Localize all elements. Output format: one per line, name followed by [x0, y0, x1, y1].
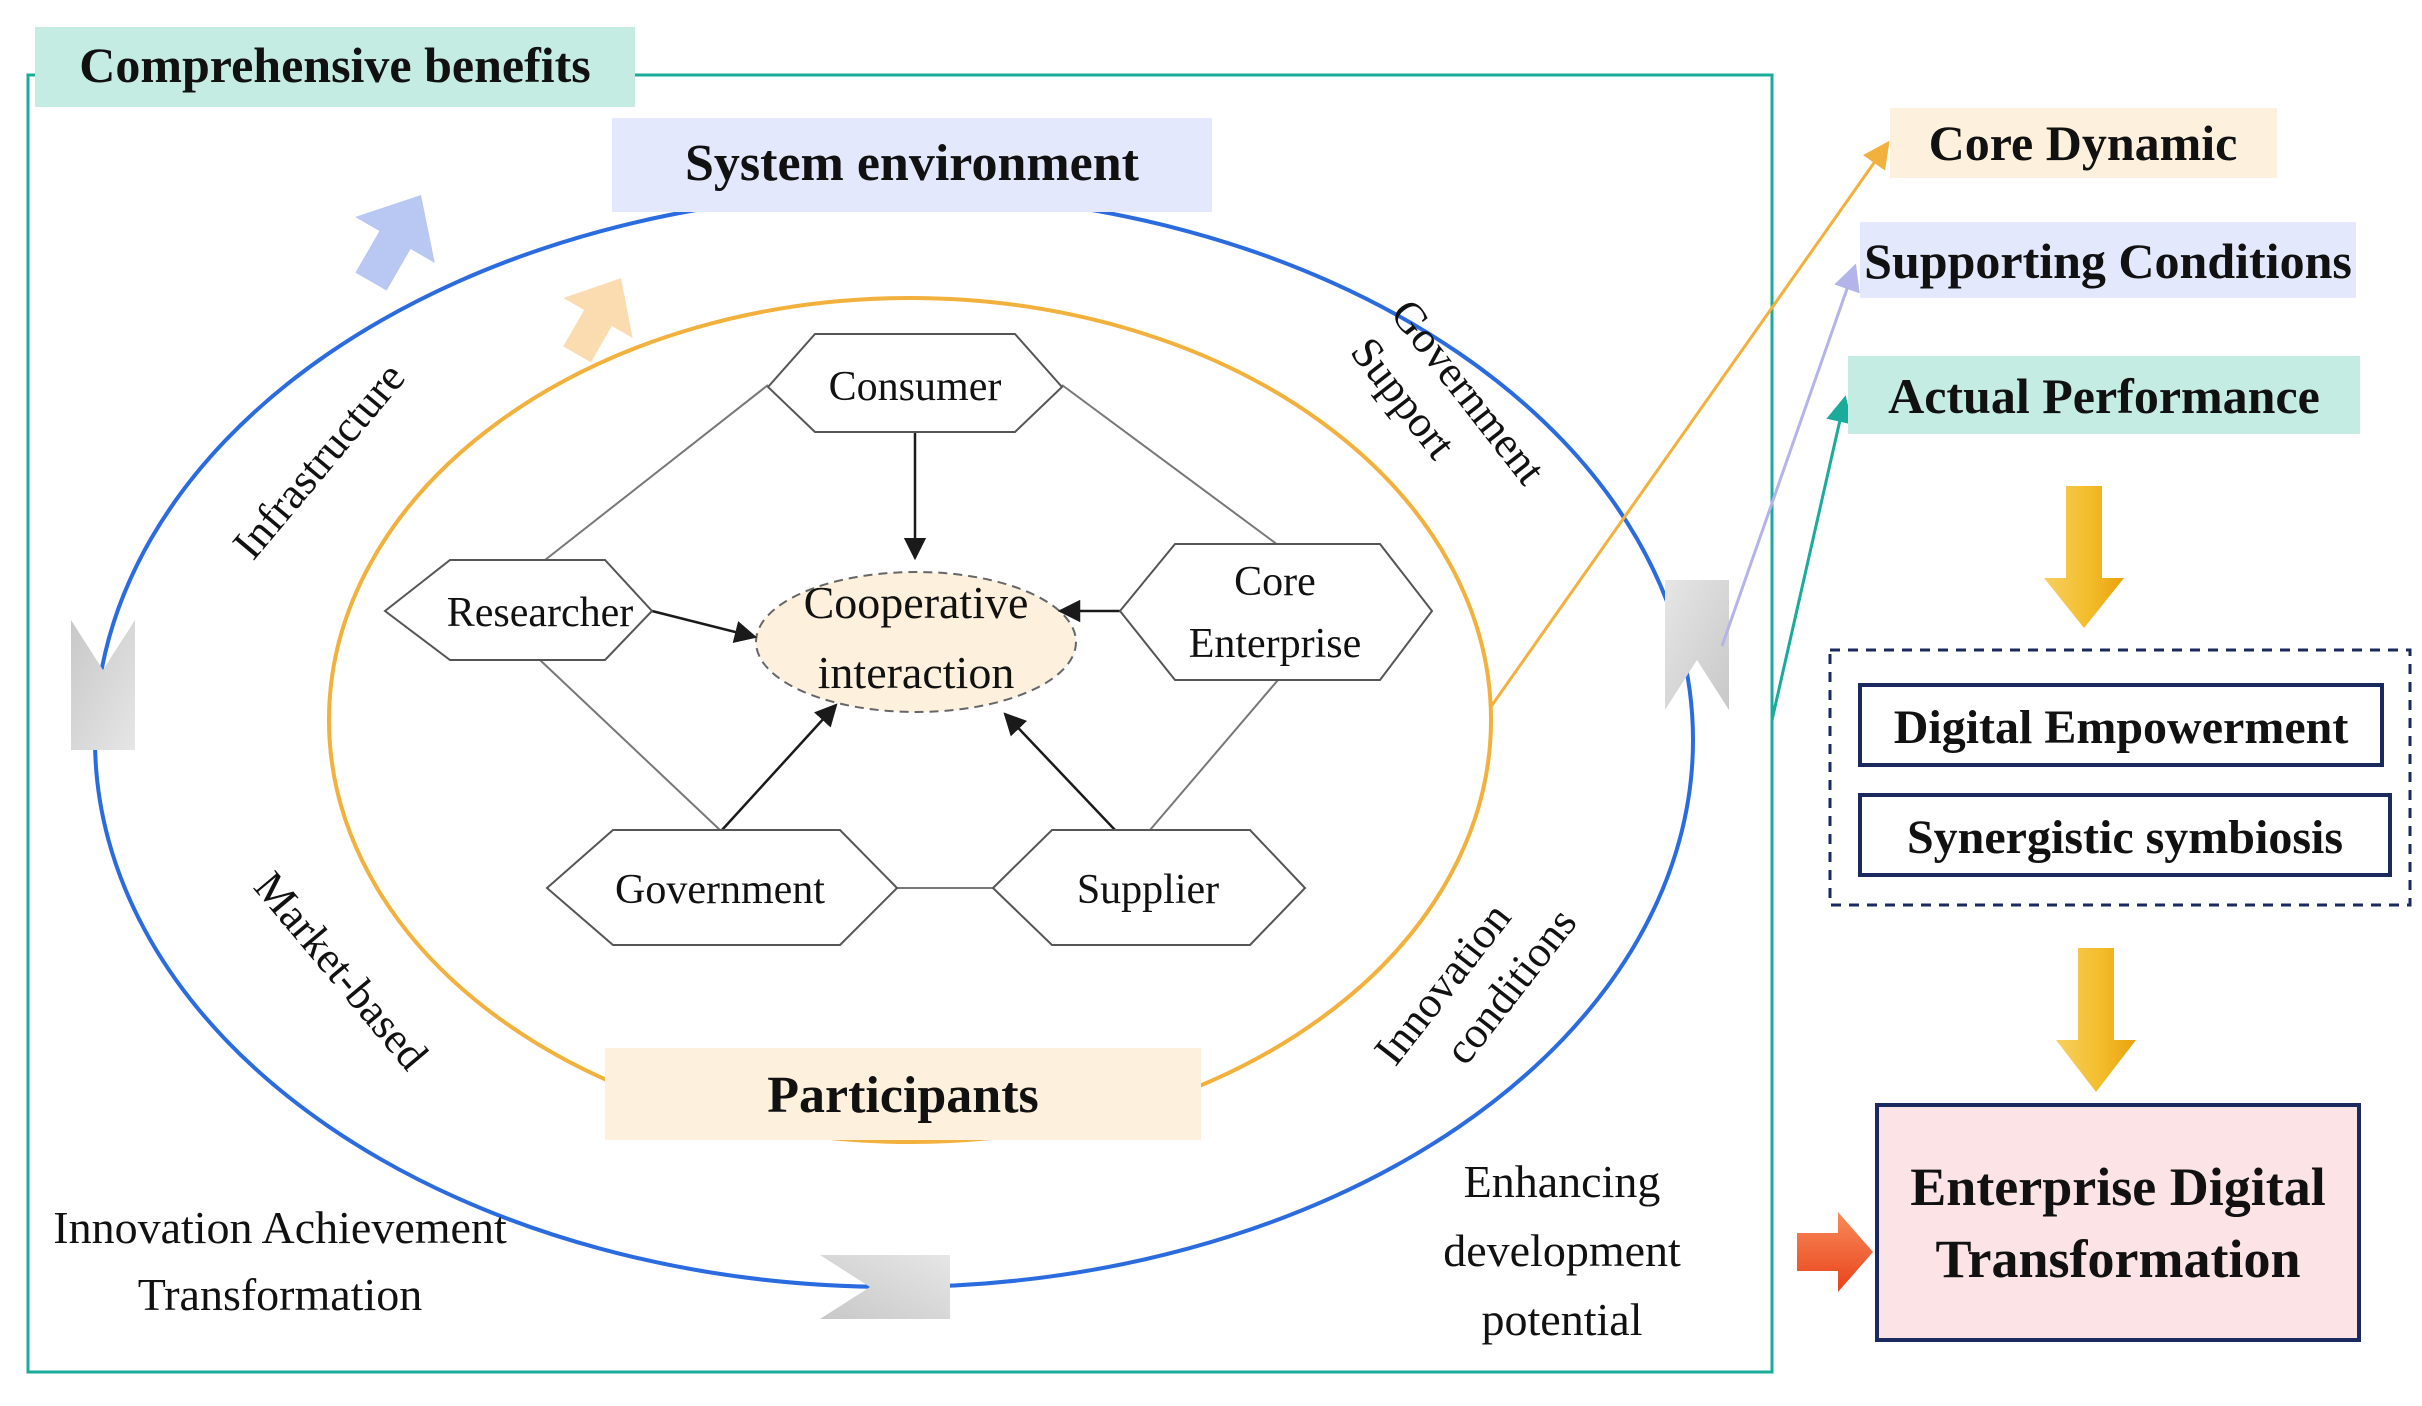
benefits-frame: [26, 73, 1774, 1374]
arrow-researcher-center: [651, 609, 758, 643]
enterprise-digital-transformation-line-1: Enterprise Digital: [1910, 1157, 2325, 1217]
core-enterprise-line-1: Core: [1234, 559, 1316, 605]
digital-empowerment-box: [1858, 683, 2384, 767]
network-links: [539, 384, 1279, 889]
core-dynamic-connector: [1488, 140, 1890, 709]
participants-ring: [327, 296, 1493, 1144]
arrow-supplier-center: [1003, 712, 1116, 831]
down-arrow-icon-2: [2056, 948, 2136, 1092]
core-dynamic-label: Core Dynamic: [1929, 115, 2238, 171]
blue-block-arrow-icon: [355, 194, 435, 291]
benefits-title: Comprehensive benefits: [79, 37, 591, 93]
link-researcher-government: [539, 659, 721, 831]
grey-block-arrow-bottom-icon: [820, 1255, 950, 1319]
innovation-achievement-line-1: Innovation Achievement: [53, 1202, 507, 1253]
innovation-conditions-label: Innovation conditions: [1365, 893, 1587, 1073]
right-arrow-icon: [1797, 1212, 1873, 1292]
consumer-label: Consumer: [829, 364, 1002, 410]
government-node: [545, 829, 899, 946]
consumer-node: [766, 333, 1064, 433]
core-enterprise-node: [1118, 543, 1434, 681]
link-consumer-core: [1061, 384, 1279, 546]
supplier-node: [991, 829, 1307, 946]
enhancing-potential-line-1: Enhancing: [1464, 1156, 1661, 1207]
network-arrows: [651, 432, 1120, 831]
cooperative-interaction-line-2: interaction: [818, 647, 1015, 698]
orange-block-arrow-icon: [563, 278, 633, 363]
arrow-government-center: [721, 703, 838, 831]
synergistic-symbiosis-box: [1858, 793, 2392, 877]
synergistic-symbiosis-label: Synergistic symbiosis: [1907, 811, 2343, 864]
benefits-title-box: [35, 27, 635, 107]
core-dynamic-box: [1890, 108, 2277, 178]
supporting-conditions-box: [1860, 222, 2356, 298]
grey-block-arrow-left-icon: [71, 620, 135, 750]
government-label: Government: [615, 867, 825, 913]
participants-label: Participants: [767, 1067, 1039, 1124]
enhancing-potential-line-2: development: [1443, 1225, 1681, 1276]
enterprise-digital-transformation-line-2: Transformation: [1936, 1229, 2301, 1289]
system-environment-label: System environment: [685, 135, 1140, 192]
link-consumer-researcher: [544, 384, 769, 561]
supporting-conditions-connector: [1720, 263, 1860, 647]
cooperative-interaction-line-1: Cooperative: [804, 577, 1029, 628]
innovation-achievement-line-2: Transformation: [138, 1269, 423, 1320]
actual-performance-connector: [1770, 395, 1853, 721]
enterprise-digital-transformation-box: [1875, 1103, 2361, 1342]
core-enterprise-line-2: Enterprise: [1189, 621, 1362, 667]
system-environment-box: [612, 118, 1212, 212]
enhancing-potential-line-3: potential: [1482, 1294, 1643, 1345]
government-support-label: Government Support: [1341, 290, 1555, 493]
actual-performance-label: Actual Performance: [1888, 368, 2320, 424]
supporting-conditions-label: Supporting Conditions: [1864, 233, 2352, 289]
grey-block-arrow-right-icon: [1665, 580, 1729, 710]
supplier-label: Supplier: [1077, 867, 1219, 913]
outcome-group: [1828, 648, 2412, 907]
market-based-label: Market-based: [245, 862, 438, 1079]
participants-box: [605, 1048, 1201, 1140]
researcher-node: [383, 559, 654, 661]
actual-performance-box: [1848, 356, 2360, 434]
down-arrow-icon-1: [2044, 486, 2124, 628]
link-core-supplier: [1149, 679, 1279, 831]
digital-empowerment-label: Digital Empowerment: [1894, 701, 2349, 754]
researcher-label: Researcher: [447, 590, 634, 636]
